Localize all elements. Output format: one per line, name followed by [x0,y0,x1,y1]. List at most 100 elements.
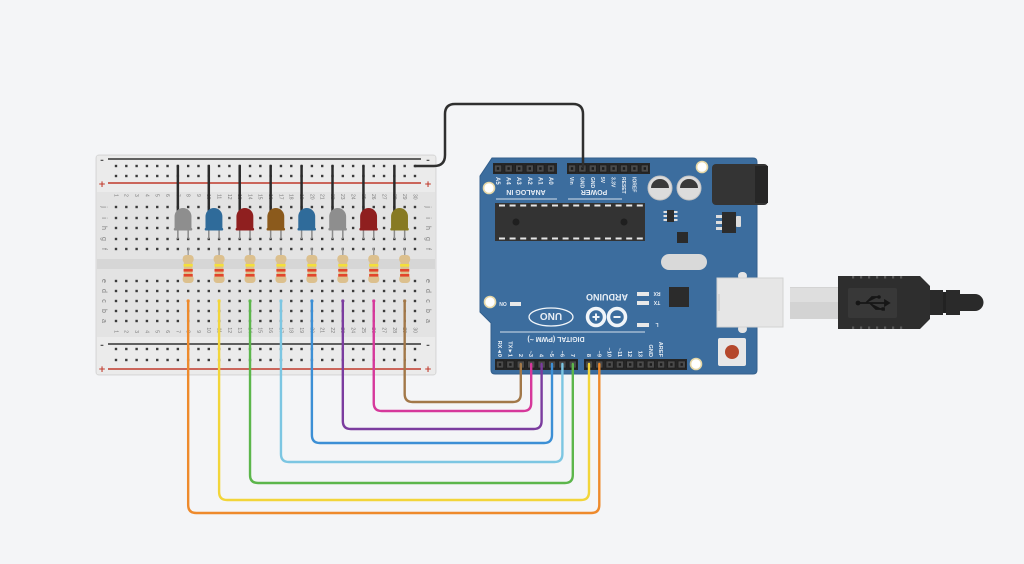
breadboard-hole[interactable] [186,205,190,209]
rail-hole[interactable] [413,174,417,178]
breadboard[interactable]: --++--++jjiihhggffeeddccbbaa123456789101… [95,154,437,376]
breadboard-hole[interactable] [217,289,221,293]
breadboard-hole[interactable] [279,289,283,293]
breadboard-hole[interactable] [145,309,149,313]
breadboard-hole[interactable] [259,237,262,241]
rail-hole[interactable] [259,164,262,168]
rail-hole[interactable] [217,174,221,178]
breadboard-hole[interactable] [269,319,272,323]
breadboard-hole[interactable] [413,216,417,220]
rail-hole[interactable] [393,347,396,351]
led[interactable] [235,164,255,239]
breadboard-hole[interactable] [197,205,200,209]
breadboard-hole[interactable] [197,226,200,230]
rail-hole[interactable] [310,174,314,178]
breadboard-hole[interactable] [372,289,375,293]
rail-hole[interactable] [300,358,303,362]
breadboard-hole[interactable] [207,289,210,293]
rail-hole[interactable] [259,174,262,178]
breadboard-hole[interactable] [393,279,396,283]
breadboard-hole[interactable] [238,247,241,251]
breadboard-hole[interactable] [248,289,252,293]
breadboard-hole[interactable] [413,319,417,323]
breadboard-hole[interactable] [228,216,231,220]
breadboard-hole[interactable] [362,309,365,313]
breadboard-hole[interactable] [259,205,262,209]
breadboard-hole[interactable] [393,309,396,313]
breadboard-hole[interactable] [269,279,272,283]
jumper-wire[interactable] [403,299,522,404]
rail-hole[interactable] [290,174,293,178]
breadboard-hole[interactable] [135,289,138,293]
rail-hole[interactable] [217,164,221,168]
breadboard-hole[interactable] [290,309,293,313]
resistor[interactable] [213,248,225,283]
breadboard-hole[interactable] [382,205,386,209]
rail-hole[interactable] [125,358,128,362]
breadboard-hole[interactable] [351,226,355,230]
rail-hole[interactable] [351,347,355,351]
breadboard-hole[interactable] [279,205,283,209]
breadboard-hole[interactable] [166,226,169,230]
breadboard-hole[interactable] [125,216,128,220]
breadboard-hole[interactable] [125,237,128,241]
rail-hole[interactable] [125,164,128,168]
rail-hole[interactable] [290,358,293,362]
rail-hole[interactable] [321,358,324,362]
breadboard-hole[interactable] [259,289,262,293]
jumper-wire[interactable] [248,299,574,485]
rail-hole[interactable] [372,164,375,168]
breadboard-hole[interactable] [362,299,365,303]
breadboard-hole[interactable] [114,279,118,283]
breadboard-hole[interactable] [382,237,386,241]
breadboard-hole[interactable] [125,205,128,209]
breadboard-hole[interactable] [197,237,200,241]
rail-hole[interactable] [207,358,210,362]
rail-hole[interactable] [341,174,345,178]
rail-hole[interactable] [382,358,386,362]
rail-hole[interactable] [135,358,138,362]
dc-power-jack[interactable] [712,164,768,205]
breadboard-hole[interactable] [145,279,149,283]
rail-hole[interactable] [125,174,128,178]
rail-hole[interactable] [290,164,293,168]
breadboard-hole[interactable] [125,226,128,230]
rail-hole[interactable] [135,347,138,351]
breadboard-hole[interactable] [321,289,324,293]
resistor[interactable] [306,248,318,283]
breadboard-hole[interactable] [331,289,334,293]
led[interactable] [173,164,193,239]
breadboard-hole[interactable] [300,319,303,323]
breadboard-hole[interactable] [145,216,149,220]
breadboard-hole[interactable] [135,237,138,241]
breadboard-hole[interactable] [413,237,417,241]
breadboard-hole[interactable] [114,299,118,303]
breadboard-hole[interactable] [290,237,293,241]
breadboard-hole[interactable] [156,319,159,323]
rail-hole[interactable] [279,164,283,168]
led[interactable] [328,164,347,239]
breadboard-hole[interactable] [269,247,272,251]
rail-hole[interactable] [259,347,262,351]
breadboard-hole[interactable] [197,319,200,323]
breadboard-hole[interactable] [382,299,386,303]
rail-hole[interactable] [228,358,231,362]
breadboard-hole[interactable] [114,289,118,293]
breadboard-hole[interactable] [403,289,406,293]
rail-hole[interactable] [382,164,386,168]
resistor[interactable] [399,248,411,283]
breadboard-hole[interactable] [290,205,293,209]
breadboard-hole[interactable] [238,299,241,303]
breadboard-hole[interactable] [259,247,262,251]
breadboard-hole[interactable] [321,216,324,220]
breadboard-hole[interactable] [269,309,272,313]
breadboard-hole[interactable] [135,319,138,323]
rail-hole[interactable] [197,358,200,362]
breadboard-hole[interactable] [259,309,262,313]
rail-hole[interactable] [176,347,180,351]
rail-hole[interactable] [382,174,386,178]
led-body[interactable] [391,208,408,230]
breadboard-hole[interactable] [228,309,231,313]
breadboard-hole[interactable] [331,247,334,251]
